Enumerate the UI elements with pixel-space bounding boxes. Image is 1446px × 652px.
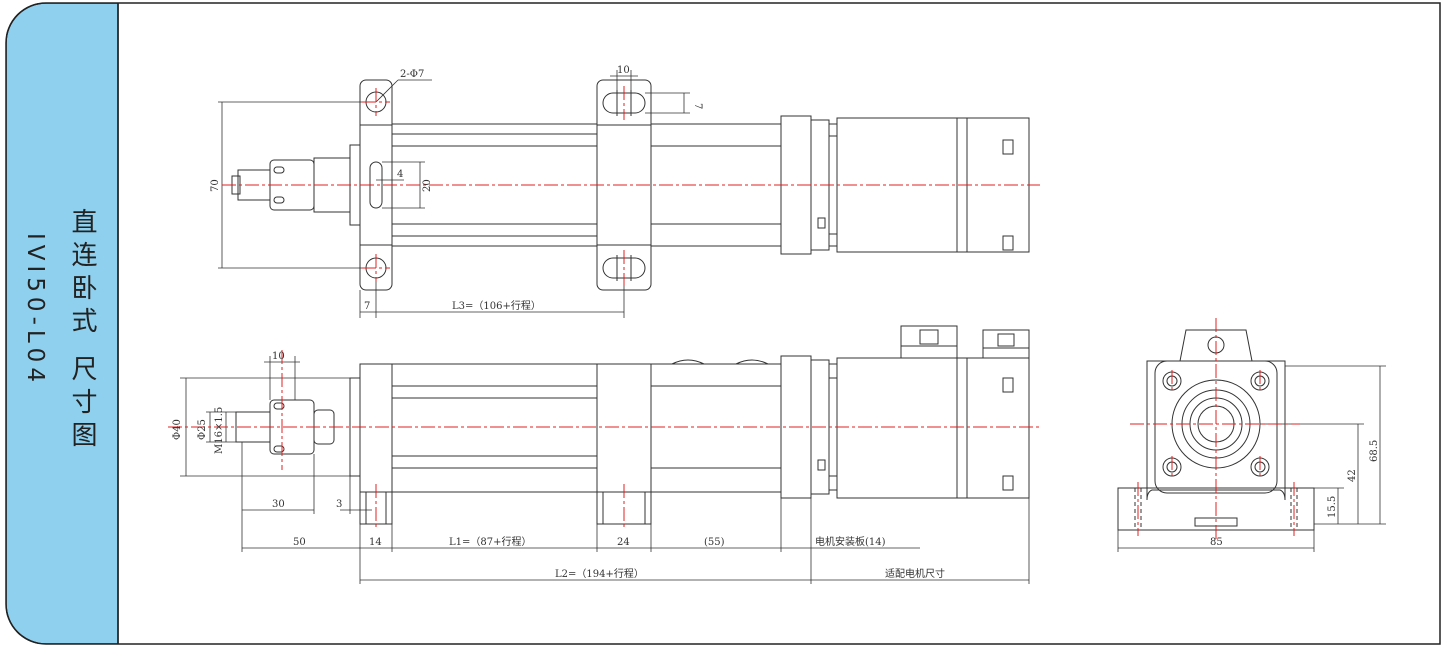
label-rod-len: 30 [272, 499, 285, 510]
label-thread: M16×1.5 [214, 407, 225, 454]
label-l1: L1=（87+行程） [449, 535, 532, 548]
drawing-title: 直连卧式 尺寸图 [67, 208, 97, 455]
label-total-height: 68.5 [1369, 440, 1380, 462]
end-view-body [1146, 360, 1286, 501]
label-front-len: 50 [293, 537, 306, 548]
dimension-lines [180, 70, 1386, 584]
label-edge-offset: 7 [364, 301, 370, 312]
label-rod-step: 3 [336, 499, 342, 510]
label-slot-small: 4 [397, 169, 403, 180]
label-d-rod: Φ25 [197, 419, 208, 440]
label-foot-height: 15.5 [1327, 496, 1338, 518]
centerlines [168, 86, 1300, 540]
drawing-frame: 直连卧式 尺寸图 IVI50-L04 [6, 3, 1440, 644]
label-hole-spec: 2-Φ7 [400, 69, 424, 80]
dimension-labels: 2-Φ7 10 7 70 4 20 7 L3=（106+行程） 10 Φ40 Φ… [172, 65, 1380, 580]
label-mid-block: 24 [617, 537, 630, 548]
mid-block-side [596, 363, 652, 493]
label-l2: L2=（194+行程） [555, 567, 644, 580]
label-l3: L3=（106+行程） [452, 299, 541, 312]
label-slot-len: 20 [422, 179, 433, 192]
motor-connector-1 [900, 325, 958, 359]
label-slot-width: 10 [617, 65, 630, 76]
label-flat-width: 10 [272, 351, 285, 362]
front-head-side [359, 363, 393, 493]
label-axis-height: 42 [1347, 469, 1358, 482]
frame-border [5, 2, 1441, 645]
side-view [235, 325, 1030, 525]
label-d-outer: Φ40 [172, 419, 183, 440]
label-width-85: 85 [1210, 537, 1223, 548]
motor-side [836, 357, 958, 499]
model-number: IVI50-L04 [22, 233, 48, 387]
label-height-70: 70 [210, 179, 221, 192]
label-slot-height: 7 [692, 103, 703, 109]
cylinder-tube-side [391, 363, 598, 493]
label-motor-plate: 电机安装板(14) [815, 535, 886, 548]
rear-body-side [650, 363, 782, 493]
label-motor-size: 适配电机尺寸 [885, 567, 945, 580]
label-rear-len: (55) [704, 537, 725, 548]
label-head-len: 14 [369, 537, 382, 548]
motor-connector-2 [982, 329, 1030, 359]
